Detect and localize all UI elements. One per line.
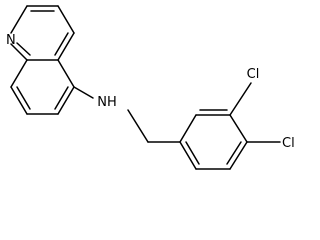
amine-linker [73,86,181,143]
quinoline-nitrogen-label: N [6,33,16,48]
bond-a1-a2 [179,114,197,143]
dichlorophenyl-ring [179,82,281,170]
bond-a4-a5 [229,141,248,170]
bond-a3-a4 [229,114,248,143]
bond-a4-a5-double [226,141,242,165]
bond-c8a-c8 [10,59,28,88]
chlorine-top-label: Cl [247,67,260,82]
bond-a3-cl [229,82,252,116]
bond-nh-ch2 [127,109,149,143]
bond-c5-c4a [57,59,75,88]
bond-c4-c4a-double [54,32,69,56]
bond-a6-a1 [179,141,197,170]
quinoline-ring-system [10,5,75,115]
structure-canvas: N NH Cl Cl [6,5,295,170]
bond-a6-a1-double [185,141,200,165]
bond-c5-nh [73,86,94,99]
bond-c4-c4a [57,32,75,61]
bond-c8-c7 [10,86,28,115]
bond-c3-c4 [57,5,75,34]
bond-n1-c2 [10,5,28,34]
amine-nh-label: NH [97,95,117,110]
bond-c8-c7-double [16,86,31,110]
molecule-structure-diagram: N NH Cl Cl [6,5,295,170]
chlorine-right-label: Cl [282,136,295,151]
bond-c8a-n1 [10,43,28,61]
bond-c6-c5-double [54,86,69,110]
bond-c6-c5 [57,86,75,115]
atom-labels: N NH Cl Cl [6,33,295,151]
bond-c8a-n1-double [16,42,31,56]
